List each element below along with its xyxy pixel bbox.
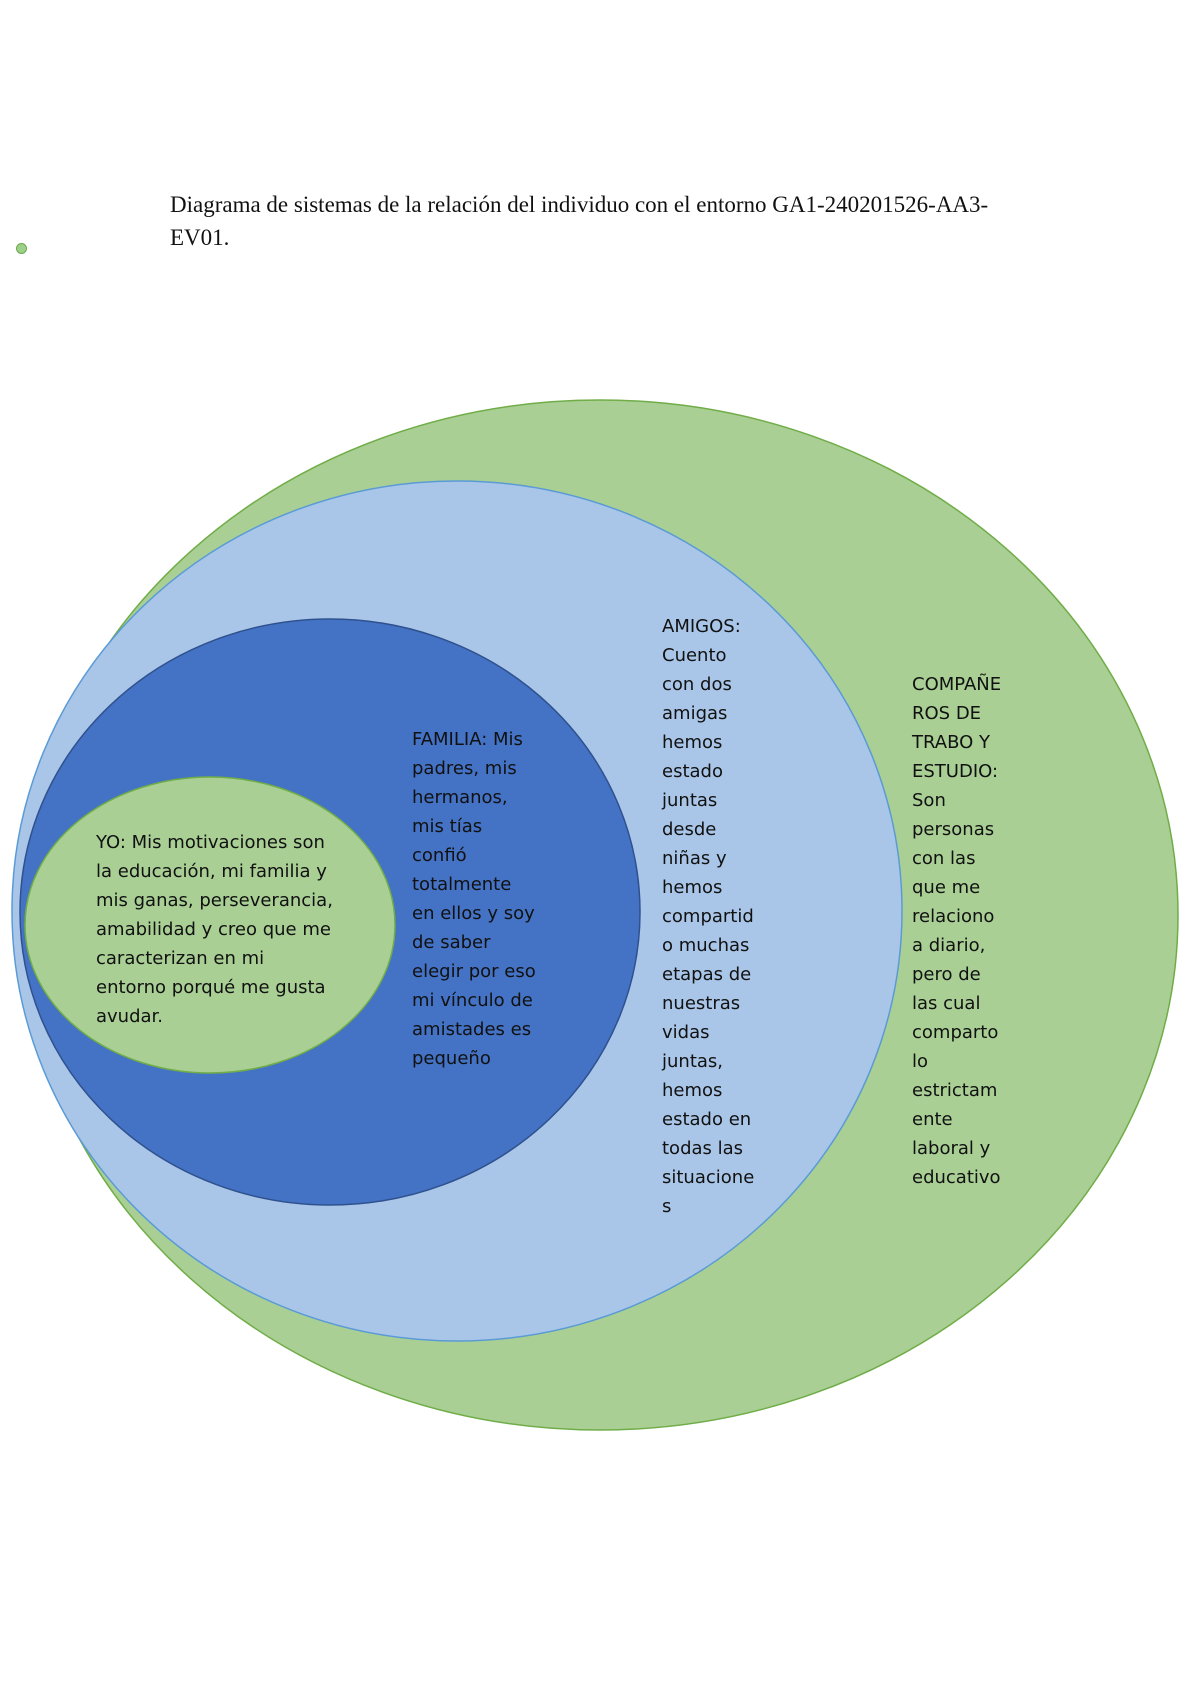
familia-label: FAMILIA: Mis padres, mis hermanos, mis t…: [412, 729, 536, 1069]
amigos-label: AMIGOS: Cuento con dos amigas hemos esta…: [662, 616, 755, 1217]
circle-yo: [24, 776, 396, 1074]
yo-label: YO: Mis motivaciones son la educación, m…: [96, 832, 333, 1027]
companeros-label: COMPAÑE ROS DE TRABO Y ESTUDIO: Son pers…: [912, 674, 1002, 1188]
bullet-dot-icon: [16, 243, 27, 254]
document-title: Diagrama de sistemas de la relación del …: [170, 192, 989, 250]
